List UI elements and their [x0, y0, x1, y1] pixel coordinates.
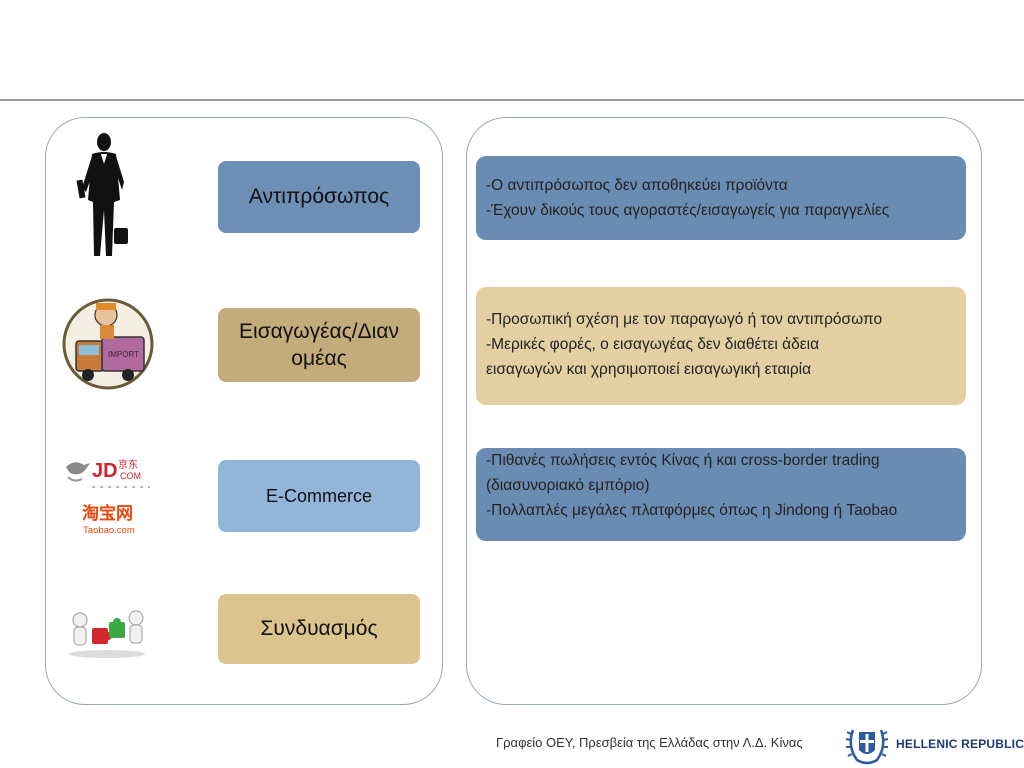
category-importer-label-line2: ομέας: [291, 347, 347, 370]
taobao-logo-icon: 淘宝网 Taobao.com: [82, 503, 135, 536]
category-representative-label: Αντιπρόσωπος: [248, 185, 390, 208]
category-combination: Συνδυασμός: [218, 594, 420, 664]
category-combination-label: Συνδυασμός: [260, 617, 378, 640]
importer-sign-text: IMPORT: [108, 350, 139, 359]
category-importer-label: Εισαγωγέας/Διαν ομέας: [239, 318, 399, 372]
category-importer-label-line1: Εισαγωγέας/Διαν: [239, 320, 399, 343]
description-line: -Προσωπική σχέση με τον παραγωγό ή τον α…: [486, 311, 883, 328]
description-ecommerce: -Πιθανές πωλήσεις εντός Κίνας ή και cros…: [476, 448, 966, 541]
jd-com-text: COM: [120, 471, 141, 481]
description-importer: -Προσωπική σχέση με τον παραγωγό ή τον α…: [476, 287, 966, 405]
taobao-url-text: Taobao.com: [83, 525, 135, 536]
category-ecommerce: E-Commerce: [218, 460, 420, 532]
category-ecommerce-label: E-Commerce: [265, 485, 372, 506]
businessman-icon: [76, 133, 128, 256]
category-importer: Εισαγωγέας/Διαν ομέας: [218, 308, 420, 382]
importer-truck-icon: IMPORT: [62, 298, 154, 390]
hellenic-republic-label: HELLENIC REPUBLIC: [896, 737, 1024, 751]
description-line: εισαγωγών και χρησιμοποιεί εισαγωγική ετ…: [486, 361, 812, 378]
puzzle-people-icon: [69, 610, 145, 658]
description-line: -Μερικές φορές, ο εισαγωγέας δεν διαθέτε…: [486, 336, 820, 353]
jd-logo-icon: JD 京东 COM: [66, 458, 150, 488]
header-divider: [0, 99, 1024, 101]
description-line: -Έχουν δικούς τους αγοραστές/εισαγωγείς …: [486, 202, 890, 219]
footer-office-text: Γραφείο ΟΕΥ, Πρεσβεία της Ελλάδας στην Λ…: [496, 735, 803, 750]
description-line: -Ο αντιπρόσωπος δεν αποθηκεύει προϊόντα: [486, 177, 788, 194]
description-representative: -Ο αντιπρόσωπος δεν αποθηκεύει προϊόντα …: [476, 156, 966, 240]
greek-coat-of-arms-icon: [845, 729, 889, 765]
jd-chinese-text: 京东: [118, 458, 138, 471]
category-representative: Αντιπρόσωπος: [218, 161, 420, 233]
description-line: -Πιθανές πωλήσεις εντός Κίνας ή και cros…: [486, 452, 880, 494]
taobao-chinese-text: 淘宝网: [82, 503, 133, 524]
description-line: -Πολλαπλές μεγάλες πλατφόρμες όπως η Jin…: [486, 502, 898, 519]
jd-main-text: JD: [92, 460, 118, 482]
